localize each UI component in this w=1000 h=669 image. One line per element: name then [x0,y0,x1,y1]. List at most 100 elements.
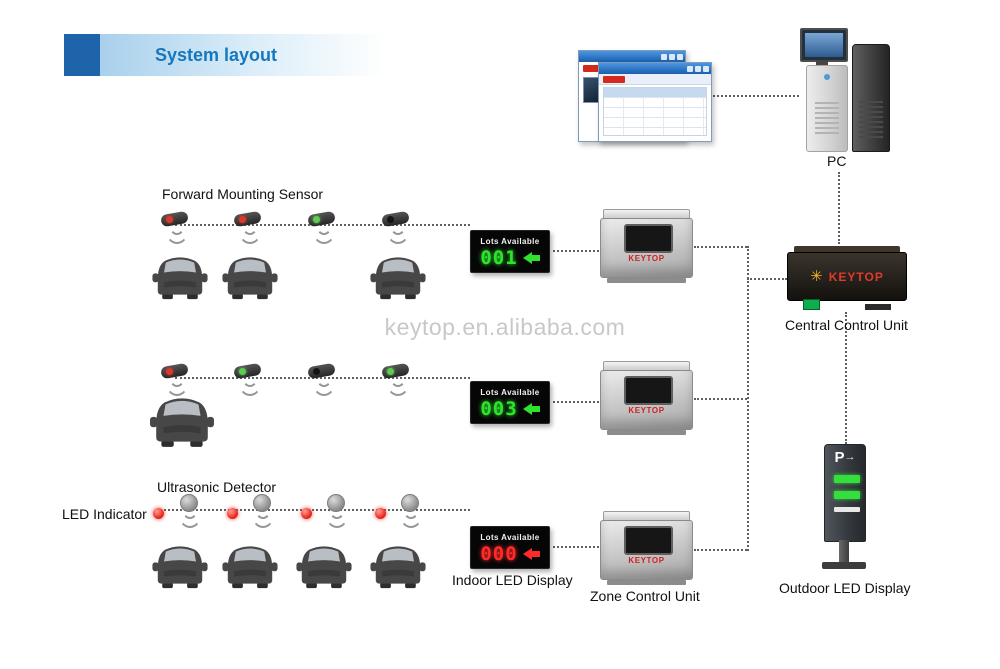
connection-bus-to-central-unit [747,278,787,280]
unit-base [607,430,686,435]
banner-accent-square [64,34,100,76]
display-readout: 000 [480,544,540,564]
forward-sensor [231,210,265,244]
window-toolbar [599,74,711,85]
brand-name: KEYTOP [628,406,665,415]
ultrasonic-sensor [392,494,426,528]
led-indicator-label: LED Indicator [62,506,147,522]
central-control-unit-label: Central Control Unit [785,317,908,333]
software-brand-logo [603,76,625,83]
signal-wave-icon [238,367,262,396]
available-count: 001 [480,246,518,269]
connection-software-to-pc [713,95,799,97]
pc-monitor-screen [805,33,843,57]
pc-tower-dark [852,44,890,152]
banner-bar: System layout [100,34,386,76]
signal-wave-icon [251,499,275,528]
central-control-unit: ✳ KEYTOP [787,246,907,310]
left-arrow-icon [522,402,540,415]
outdoor-led-display-label: Outdoor LED Display [779,580,911,596]
display-readout: 001 [480,246,540,269]
pc-tower-light [806,65,848,152]
parking-sign: P→ [825,449,865,466]
led-segment [834,507,860,512]
unit-screen [624,376,673,405]
connection-row2-display-to-zone-unit [548,401,599,403]
connection-row1-display-to-zone-unit [548,250,599,252]
led-indicator-dot [153,508,164,519]
pc-monitor-stand [816,60,828,65]
outdoor-led-display: P→ [822,444,866,572]
connection-row3-sensor-chain [160,509,470,511]
left-arrow-icon [522,547,540,560]
brand-name: KEYTOP [628,254,665,263]
signal-wave-icon [325,499,349,528]
window-close-icon [703,65,709,72]
forward-sensor [379,362,413,396]
led-indicator-dot [227,508,238,519]
central-control-unit-face: ✳ KEYTOP [787,252,907,301]
connection-row1-zone-unit-to-bus [694,246,747,248]
forward-mounting-sensor-label: Forward Mounting Sensor [162,186,324,202]
unit-screen [624,526,673,555]
unit-screen [624,224,673,253]
signal-wave-icon [178,499,202,528]
forward-sensor [158,362,192,396]
indoor-led-display-1: Lots Available 001 [470,230,550,273]
display-pole [839,540,849,562]
data-table [603,87,707,136]
ultrasonic-sensor [244,494,278,528]
page-title: System layout [155,45,278,65]
unit-base [607,278,686,283]
car-icon [150,398,214,447]
led-segment [834,491,860,499]
zone-control-unit-label: Zone Control Unit [590,588,700,604]
forward-sensor [158,210,192,244]
lots-available-label: Lots Available [480,387,540,397]
window-maximize-icon [669,53,675,60]
signal-wave-icon [386,215,410,244]
software-brand-logo [583,65,605,72]
central-control-unit-top [794,246,900,256]
central-control-unit-foot [865,304,891,310]
led-indicator-dot [375,508,386,519]
window-minimize-icon [661,53,667,60]
window-titlebar [599,63,711,74]
connection-row3-zone-unit-to-bus [694,549,747,551]
signal-wave-icon [312,215,336,244]
display-base [822,562,866,569]
ultrasonic-sensor [171,494,205,528]
ultrasonic-sensor [318,494,352,528]
forward-sensor [305,210,339,244]
connection-bus-vertical [747,246,749,551]
connection-pc-to-central-unit [838,172,840,244]
available-count: 003 [480,397,518,420]
signal-wave-icon [238,215,262,244]
zone-control-unit-3: KEYTOP [600,511,693,585]
display-readout: 003 [480,397,540,420]
outdoor-display-panel: P→ [824,444,866,542]
indoor-led-display-2: Lots Available 003 [470,381,550,424]
forward-sensor [305,362,339,396]
left-arrow-icon [522,251,540,264]
watermark-text: keytop.en.alibaba.com [384,314,626,340]
signal-wave-icon [312,367,336,396]
car-icon [370,546,426,589]
pc-monitor [800,28,848,62]
led-indicator-dot [301,508,312,519]
signal-wave-icon [386,367,410,396]
parking-letter: P [834,449,845,466]
pc-label: PC [827,153,847,169]
window-maximize-icon [695,65,701,72]
zone-control-unit-2: KEYTOP [600,361,693,435]
window-minimize-icon [687,65,693,72]
car-icon [152,546,208,589]
connection-central-unit-to-outdoor-display [845,312,847,444]
zone-control-unit-1: KEYTOP [600,209,693,283]
unit-base [607,580,686,585]
signal-wave-icon [165,367,189,396]
indoor-led-display-3: Lots Available 000 [470,526,550,569]
window-close-icon [677,53,683,60]
car-icon [222,546,278,589]
